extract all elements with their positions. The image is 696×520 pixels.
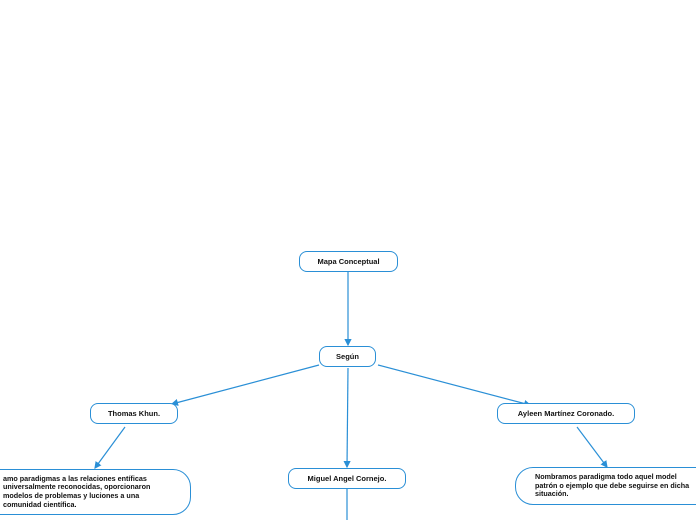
node-segun[interactable]: Según xyxy=(319,346,376,367)
node-label: Mapa Conceptual xyxy=(317,257,380,266)
connector-segun-kuhn xyxy=(170,364,320,406)
node-text: Nombramos paradigma todo aquel model pat… xyxy=(535,472,690,499)
connector-segun-cornejo xyxy=(343,367,351,469)
node-thomas-khun[interactable]: Thomas Khun. xyxy=(90,403,178,424)
node-label: Según xyxy=(336,352,359,361)
connector-coronado-def xyxy=(576,426,608,468)
node-kuhn-definition[interactable]: amo paradigmas a las relaciones entífica… xyxy=(0,469,191,515)
node-ayleen-martinez-coronado[interactable]: Ayleen Martínez Coronado. xyxy=(497,403,635,424)
node-label: Ayleen Martínez Coronado. xyxy=(517,409,615,418)
node-coronado-definition[interactable]: Nombramos paradigma todo aquel model pat… xyxy=(515,467,696,505)
connector-kuhn-def xyxy=(94,426,126,469)
connector-segun-coronado xyxy=(377,364,532,407)
node-label: Miguel Angel Cornejo. xyxy=(307,474,387,483)
node-text: amo paradigmas a las relaciones entífica… xyxy=(3,473,151,509)
node-mapa-conceptual[interactable]: Mapa Conceptual xyxy=(299,251,398,272)
node-miguel-angel-cornejo[interactable]: Miguel Angel Cornejo. xyxy=(288,468,406,489)
node-label: Thomas Khun. xyxy=(107,409,161,418)
